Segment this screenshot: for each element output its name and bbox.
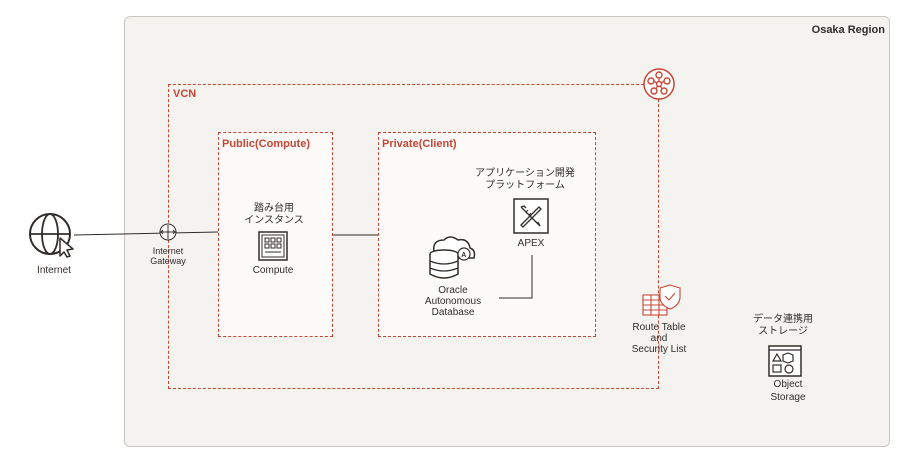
platform-title-line1: アプリケーション開発 — [475, 168, 575, 179]
bastion-title-line1: 踏み台用 — [253, 203, 294, 214]
route-table-label-line3: Security List — [631, 344, 687, 355]
bastion-title-line2: インスタンス — [244, 215, 304, 226]
autonomous-database-label: Oracle Autonomous Database — [425, 285, 481, 318]
storage-title-line2: ストレージ — [758, 326, 808, 337]
svg-text:A: A — [461, 252, 466, 259]
autonomous-database-icon: A — [424, 236, 476, 282]
internet-label: Internet — [37, 265, 71, 276]
compute-label: Compute — [252, 265, 294, 276]
route-table-label-line1: Route Table — [632, 322, 686, 333]
internet-gateway-label: Internet Gateway — [150, 246, 186, 266]
internet-icon — [27, 211, 77, 261]
object-storage-label-line2: Storage — [770, 392, 806, 403]
public-subnet-label: Public(Compute) — [222, 138, 310, 150]
private-subnet — [378, 132, 596, 337]
internet-to-compute-line — [73, 231, 219, 236]
vcn-label: VCN — [173, 88, 197, 100]
private-subnet-label: Private(Client) — [382, 138, 457, 150]
object-storage-label-line1: Object — [773, 379, 803, 390]
object-storage-label: Object Storage — [770, 378, 805, 404]
adb-label-line2: Autonomous — [424, 296, 482, 307]
route-table-label-line2: and — [650, 333, 668, 344]
compute-icon — [257, 230, 289, 262]
adb-label-line1: Oracle — [438, 285, 468, 296]
adb-to-apex-line — [499, 255, 533, 299]
platform-title-line2: プラットフォーム — [485, 180, 565, 191]
public-subnet — [218, 132, 333, 337]
route-table-label: Route Table and Security List — [632, 322, 686, 355]
region-label: Osaka Region — [811, 24, 885, 36]
vcn-network-icon — [642, 67, 676, 101]
adb-label-line3: Database — [431, 307, 475, 318]
apex-label: APEX — [517, 238, 545, 249]
apex-platform-title: アプリケーション開発 プラットフォーム — [475, 168, 575, 192]
object-storage-icon — [768, 345, 802, 377]
gateway-label-line2: Gateway — [150, 256, 186, 266]
bastion-instance-title: 踏み台用 インスタンス — [244, 203, 304, 227]
apex-icon — [513, 198, 549, 234]
route-table-security-list-icon — [642, 284, 682, 318]
internet-gateway-icon — [159, 223, 177, 241]
storage-title-line1: データ連携用 — [753, 314, 813, 325]
storage-title: データ連携用 ストレージ — [753, 314, 813, 338]
gateway-label-line1: Internet — [152, 246, 184, 256]
